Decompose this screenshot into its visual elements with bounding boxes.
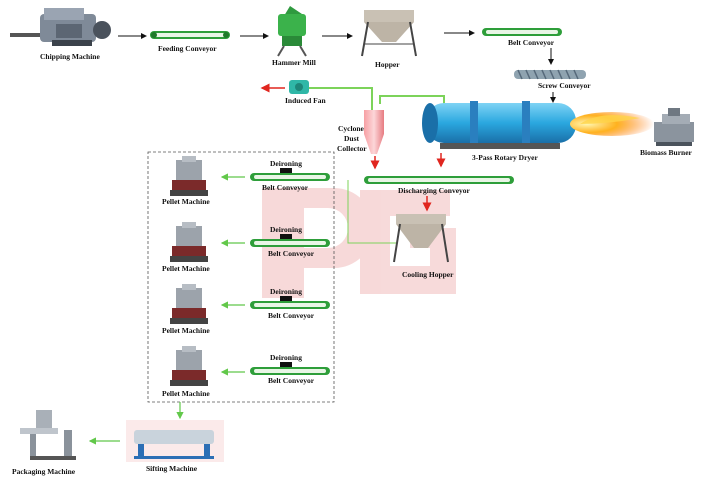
label-deironing: Deironing [270,225,302,234]
label-packaging-machine: Packaging Machine [12,467,76,476]
pellet-machine-icon [170,222,208,262]
hammer-mill-icon [277,6,307,57]
cyclone-dust-collector-icon [364,110,384,154]
hopper-icon [361,10,417,57]
label-sifting-machine: Sifting Machine [146,464,198,473]
label-rotary-dryer: 3-Pass Rotary Dryer [472,153,538,162]
label-hammer-mill: Hammer Mill [272,58,316,67]
induced-fan-icon [289,80,309,94]
deironing-belt-conveyor-icon [250,362,330,375]
label-belt-conveyor: Belt Conveyor [262,183,309,192]
label-belt-conveyor-top: Belt Conveyor [508,38,555,47]
discharging-conveyor-icon [364,176,514,184]
label-induced-fan: Induced Fan [285,96,326,105]
pellet-machine-icon [170,156,208,196]
pellet-machine-icon [170,284,208,324]
label-hopper: Hopper [375,60,400,69]
cooling-hopper-icon [393,214,449,263]
feeding-conveyor-icon [150,31,230,39]
label-chipping-machine: Chipping Machine [40,52,100,61]
sifting-machine-icon [126,420,224,462]
label-pellet-machine: Pellet Machine [162,197,210,206]
biomass-burner-icon [654,108,694,146]
label-deironing: Deironing [270,159,302,168]
label-discharging-conveyor: Discharging Conveyor [398,186,470,195]
deironing-belt-conveyor-icon [250,296,330,309]
deironing-belt-conveyor-icon [250,234,330,247]
screw-conveyor-icon [514,69,586,80]
label-deironing: Deironing [270,353,302,362]
label-belt-conveyor: Belt Conveyor [268,249,315,258]
label-biomass-burner: Biomass Burner [640,148,692,157]
label-cyclone-dust: Dust [344,134,360,143]
chipping-machine-icon [10,8,111,46]
pellet-section-frame [147,151,335,403]
label-pellet-machine: Pellet Machine [162,326,210,335]
rotary-dryer-icon [422,101,576,149]
label-screw-conveyor: Screw Conveyor [538,81,591,90]
label-pellet-machine: Pellet Machine [162,264,210,273]
label-deironing: Deironing [270,287,302,296]
label-belt-conveyor: Belt Conveyor [268,376,315,385]
label-cyclone-collector: Collector [337,144,367,153]
packaging-machine-icon [20,410,76,460]
pellet-machine-icon [170,346,208,386]
label-cooling-hopper: Cooling Hopper [402,270,454,279]
label-belt-conveyor: Belt Conveyor [268,311,315,320]
label-cyclone: Cyclone [338,124,364,133]
belt-conveyor-top-icon [482,28,562,36]
burner-flame-icon [570,112,654,136]
deironing-belt-conveyor-icon [250,168,330,181]
label-feeding-conveyor: Feeding Conveyor [158,44,217,53]
label-pellet-machine: Pellet Machine [162,389,210,398]
